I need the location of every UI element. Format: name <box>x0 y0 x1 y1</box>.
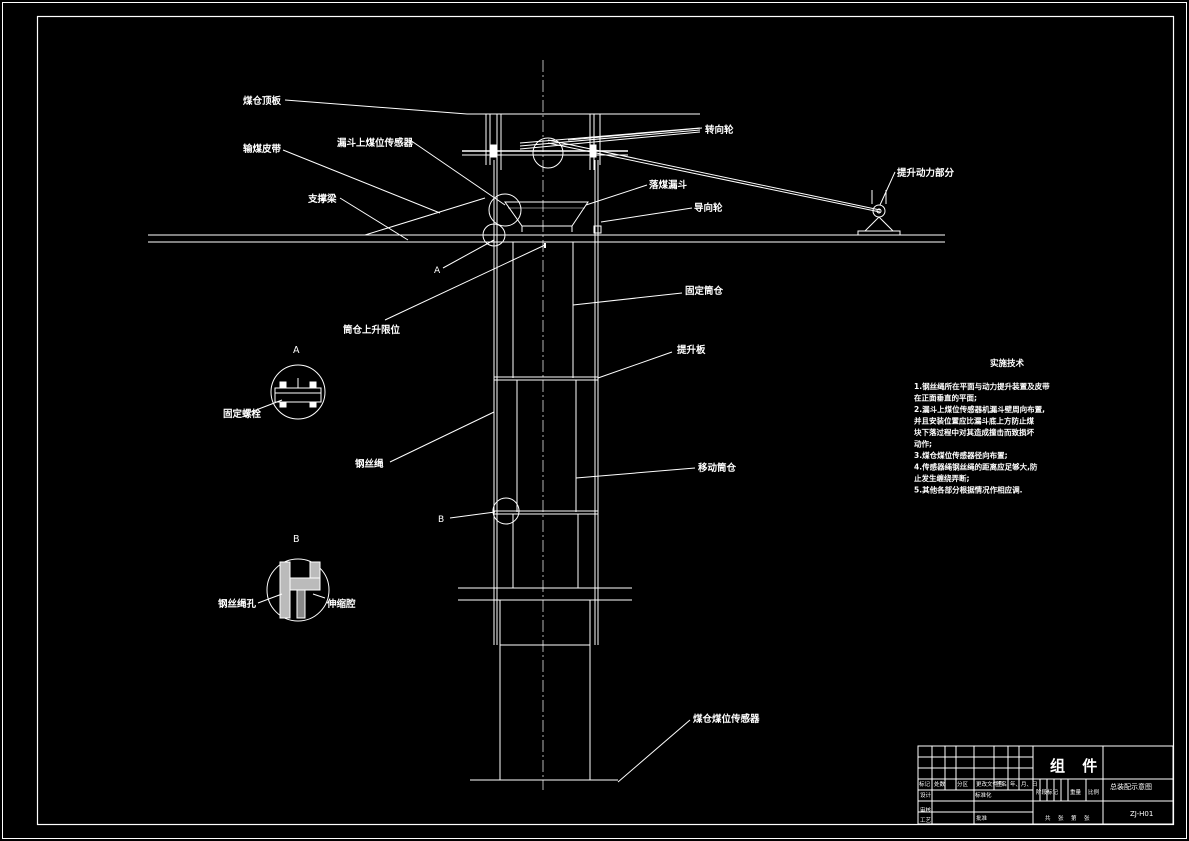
tb-row2-cell: 设计 <box>920 791 932 799</box>
leader-a <box>442 239 495 269</box>
tb-row3-cell: 审核 <box>920 806 932 814</box>
leader-lift-plate <box>597 351 673 379</box>
title-block-sheet: 共张第张 <box>1045 814 1090 822</box>
coal-hopper <box>504 201 589 227</box>
leader-guide-wheel <box>600 207 693 223</box>
tb-row1-cell: 年、月、日 <box>1010 780 1038 788</box>
label-lift-power: 提升动力部分 <box>897 167 955 179</box>
tb-sheet-cell: 张 <box>1058 814 1064 822</box>
leader-moving-silo <box>575 467 696 479</box>
detail-b <box>266 558 330 622</box>
tb-row3-cell: 批准 <box>976 814 988 822</box>
title-block-stage: 阶段标记 重量比例 <box>1036 788 1100 796</box>
leader-roof <box>284 99 468 115</box>
tb-sheet-cell: 第 <box>1071 814 1077 822</box>
note-line: 止发生缠绕弄断; <box>914 473 970 483</box>
leader-silo-limit <box>384 244 546 321</box>
tb-stage-cell: 阶段标记 <box>1036 788 1059 796</box>
notes-title: 实施技术 <box>990 358 1025 369</box>
label-silo-sensor: 煤仓煤位传感器 <box>693 713 760 725</box>
note-line: 2.漏斗上煤位传感器机漏斗壁周向布置, <box>914 404 1045 414</box>
tb-row2-cell: 标准化 <box>975 791 992 799</box>
inner-border <box>36 15 1175 826</box>
label-hopper: 落煤漏斗 <box>649 179 688 191</box>
note-line: 块下落过程中对其造成撞击而致损坏 <box>914 427 1034 437</box>
tb-sheet-cell: 共 <box>1045 814 1051 822</box>
tb-sheet-cell: 张 <box>1084 814 1090 822</box>
leader-hopper-sensor <box>409 139 506 206</box>
detail-b-title: B <box>293 534 300 545</box>
note-line: 1.钢丝绳所在平面与动力提升装置及皮带 <box>914 381 1050 391</box>
title-block-row-1: 标记处数 分区更改文件号签名年、月、日 <box>919 780 1038 788</box>
tb-row1-cell: 标记 <box>919 780 931 788</box>
note-line: 3.煤仓煤位传感器径向布置; <box>914 450 1008 460</box>
leader-turn-wheel <box>567 127 703 141</box>
leader-silo-sensor <box>617 719 691 783</box>
leader-lift-power <box>879 171 896 206</box>
leader-hopper <box>585 184 648 206</box>
note-line: 4.传感器绳钢丝绳的距离应足够大,防 <box>914 462 1038 472</box>
label-hopper-sensor: 漏斗上煤位传感器 <box>337 137 414 149</box>
note-line: 在正面垂直的平面; <box>914 393 977 403</box>
detail-a-label: 固定螺栓 <box>223 408 262 420</box>
title-drawing-name: 总装配示意图 <box>1110 782 1152 791</box>
label-silo-up-limit: 筒仓上升限位 <box>342 324 401 336</box>
turn-wheel <box>532 137 564 169</box>
sensor-circle <box>488 193 522 227</box>
label-lift-plate: 提升板 <box>677 344 706 356</box>
title-part-name: 组 件 <box>1050 757 1103 775</box>
detail-b-left-label: 钢丝绳孔 <box>218 598 257 610</box>
note-line: 并且安装位置应比漏斗底上方防止煤 <box>914 416 1034 426</box>
tb-row3-cell: 工艺 <box>920 817 932 824</box>
tb-row1-cell: 分区 <box>957 780 969 788</box>
leader-wire-rope <box>389 411 495 463</box>
detail-b-circle <box>492 497 520 525</box>
label-fixed-silo: 固定筒仓 <box>685 285 724 297</box>
title-block-row-2: 设计 标准化 <box>920 791 992 799</box>
leader-support <box>339 197 409 241</box>
tb-stage-cell: 比例 <box>1088 788 1100 796</box>
detail-a <box>270 364 326 420</box>
label-b-marker: B <box>438 515 444 525</box>
detail-a-title: A <box>293 345 300 356</box>
title-drawing-no: ZJ-H01 <box>1130 810 1153 818</box>
label-roof: 煤仓顶板 <box>243 95 282 107</box>
leader-fixed-silo <box>572 292 683 306</box>
label-support-beam: 支撑梁 <box>307 193 337 205</box>
note-line: 5.其他各部分根据情况作相应调. <box>914 485 1023 495</box>
label-guide-wheel: 导向轮 <box>694 202 723 214</box>
label-wire-rope: 钢丝绳 <box>355 458 384 470</box>
detail-b-right-label: 伸缩腔 <box>326 598 356 610</box>
tb-row1-cell: 更改文件号 <box>976 780 1004 788</box>
tb-row1-cell: 签名 <box>996 780 1007 788</box>
label-belt: 输煤皮带 <box>243 143 282 155</box>
label-moving-silo: 移动筒仓 <box>698 462 737 474</box>
label-a-marker: A <box>434 266 441 276</box>
leader-belt <box>282 149 441 214</box>
tb-stage-cell: 重量 <box>1070 788 1082 796</box>
label-turn-wheel: 转向轮 <box>705 124 734 136</box>
leader-b <box>449 511 496 519</box>
note-line: 动作; <box>914 439 932 449</box>
notes-list: 1.钢丝绳所在平面与动力提升装置及皮带 在正面垂直的平面;2.漏斗上煤位传感器机… <box>914 381 1050 495</box>
tb-row1-cell: 处数 <box>934 780 946 788</box>
title-block <box>917 745 1174 825</box>
